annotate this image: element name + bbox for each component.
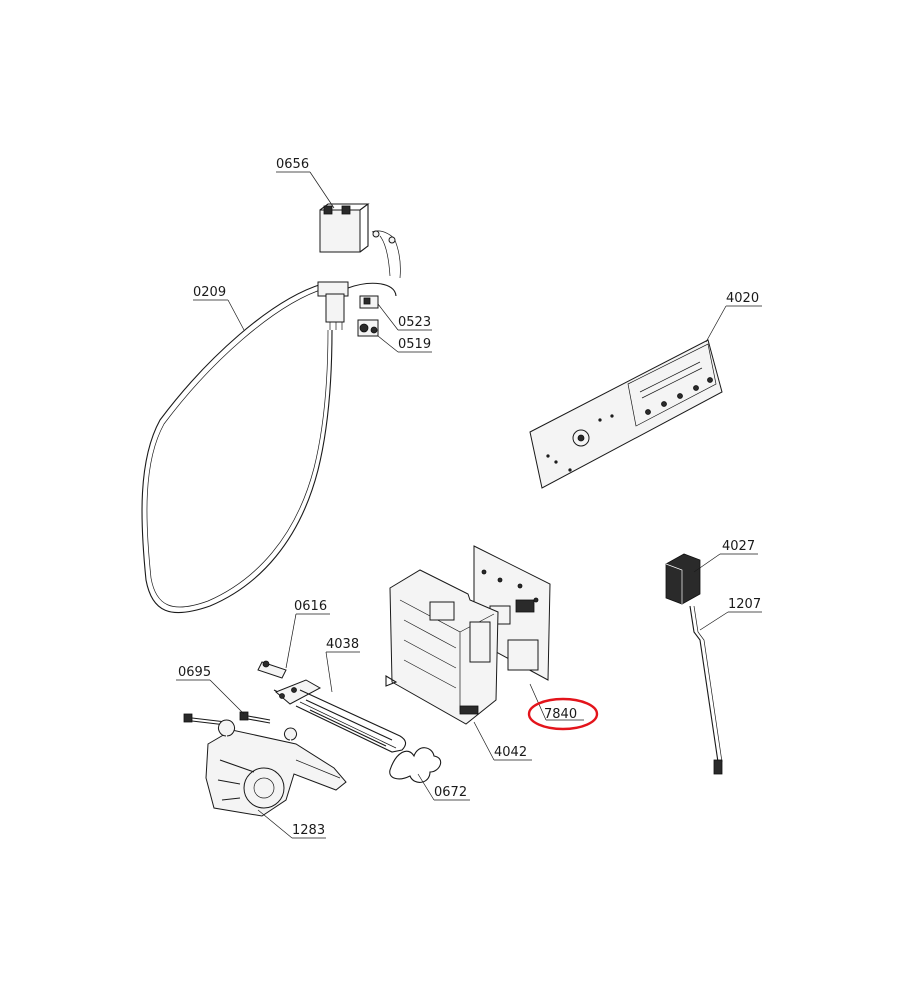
callout-0209: 0209 — [193, 285, 245, 331]
part-0519-connector[interactable] — [357, 319, 379, 337]
callout-0656: 0656 — [276, 157, 335, 209]
label-0695: 0695 — [178, 665, 211, 680]
label-1283: 1283 — [292, 823, 325, 838]
label-4042: 4042 — [494, 745, 527, 760]
label-0523: 0523 — [398, 315, 431, 330]
label-4020: 4020 — [726, 291, 759, 306]
part-0656-filter[interactable] — [319, 203, 401, 279]
label-0209: 0209 — [193, 285, 226, 300]
callout-1207: 1207 — [699, 597, 762, 631]
callout-4038: 4038 — [325, 637, 360, 693]
callout-0695: 0695 — [176, 665, 245, 715]
callout-4042: 4042 — [473, 721, 532, 761]
part-0695-screws[interactable] — [183, 711, 271, 726]
part-0672-spring[interactable] — [389, 747, 442, 783]
highlight-circle-7840 — [527, 697, 599, 731]
callout-4027: 4027 — [693, 539, 758, 573]
callout-0616: 0616 — [285, 599, 330, 669]
callout-4020: 4020 — [705, 291, 762, 343]
label-0672: 0672 — [434, 785, 467, 800]
label-1207: 1207 — [728, 597, 761, 612]
label-7840: 7840 — [544, 707, 577, 722]
part-0616-sensor[interactable] — [257, 660, 287, 695]
callout-1283: 1283 — [257, 809, 326, 839]
part-0209-cable[interactable] — [141, 281, 397, 614]
part-0523-connector[interactable] — [359, 295, 379, 309]
part-4038-heater[interactable] — [275, 679, 407, 753]
label-0616: 0616 — [294, 599, 327, 614]
callout-7840: 7840 — [527, 683, 599, 731]
label-0656: 0656 — [276, 157, 309, 172]
label-0519: 0519 — [398, 337, 431, 352]
part-1283-drain-pump[interactable] — [205, 719, 347, 817]
label-4027: 4027 — [722, 539, 755, 554]
part-4042-module-housing[interactable] — [385, 569, 499, 725]
callout-0523: 0523 — [377, 303, 432, 331]
label-4038: 4038 — [326, 637, 359, 652]
part-4020-control-board[interactable] — [529, 339, 723, 489]
callout-0672: 0672 — [417, 773, 470, 801]
callout-0519: 0519 — [377, 335, 432, 353]
part-1207-rod[interactable] — [689, 605, 723, 775]
part-4027-switch[interactable] — [665, 553, 701, 605]
